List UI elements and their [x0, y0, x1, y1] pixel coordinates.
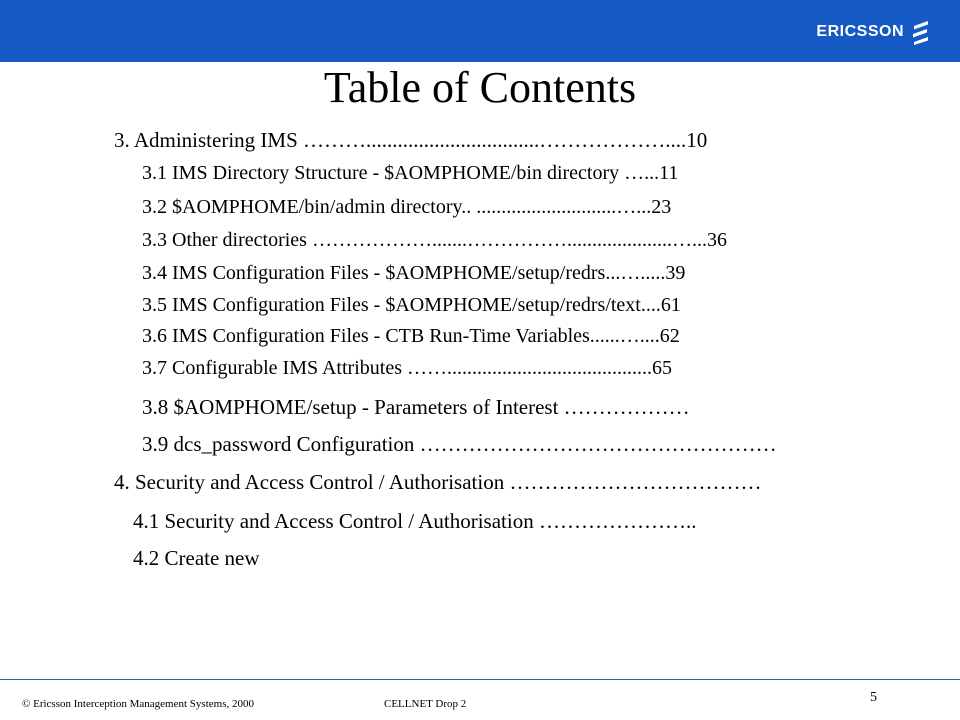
- toc-entry-4: 4. Security and Access Control / Authori…: [114, 470, 762, 494]
- page-title: Table of Contents: [323, 63, 637, 112]
- toc-entry-3-1: 3.1 IMS Directory Structure - $AOMPHOME/…: [142, 162, 679, 184]
- toc-entry-3-9: 3.9 dcs_password Configuration …………………………: [142, 432, 777, 456]
- header-bar: ERICSSON: [0, 0, 960, 62]
- footer-project: CELLNET Drop 2: [384, 698, 467, 710]
- footer-copyright: © Ericsson Interception Management Syste…: [22, 698, 254, 710]
- brand-name: ERICSSON: [816, 23, 904, 40]
- toc-entry-3: 3. Administering IMS ………................…: [114, 128, 708, 152]
- page-number: 5: [870, 690, 877, 705]
- toc-entry-3-6: 3.6 IMS Configuration Files - CTB Run-Ti…: [142, 325, 680, 347]
- toc-entry-4-2: 4.2 Create new: [133, 546, 260, 570]
- ericsson-logo-icon: [913, 21, 928, 45]
- toc-entry-3-7: 3.7 Configurable IMS Attributes ……......…: [142, 357, 672, 379]
- ericsson-logo: ERICSSON: [816, 18, 932, 46]
- toc-entry-3-2: 3.2 $AOMPHOME/bin/admin directory.. ....…: [142, 196, 672, 218]
- toc-entry-4-1: 4.1 Security and Access Control / Author…: [133, 509, 697, 533]
- footer-divider: [0, 679, 960, 680]
- toc-entry-3-4: 3.4 IMS Configuration Files - $AOMPHOME/…: [142, 262, 686, 284]
- toc-entry-3-5: 3.5 IMS Configuration Files - $AOMPHOME/…: [142, 294, 681, 316]
- toc-entry-3-3: 3.3 Other directories ……………….......………………: [142, 229, 727, 251]
- toc-entry-3-8: 3.8 $AOMPHOME/setup - Parameters of Inte…: [142, 395, 690, 419]
